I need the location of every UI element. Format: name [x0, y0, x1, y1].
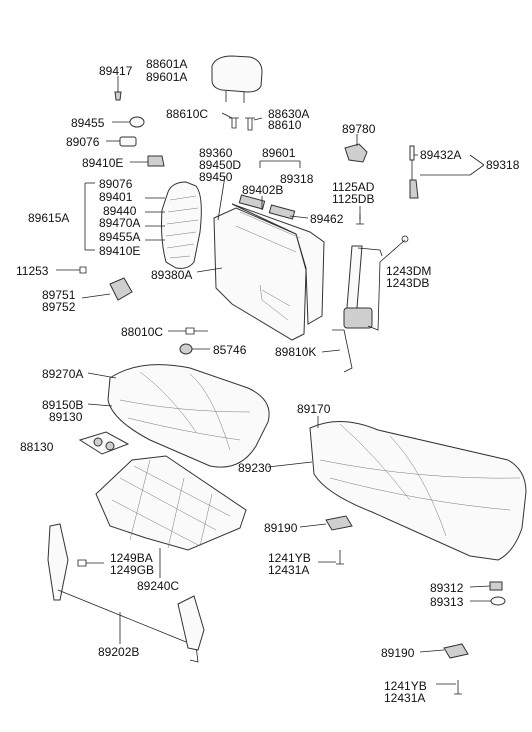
label-89150B: 89150B: [42, 398, 84, 412]
label-89380A: 89380A: [151, 268, 193, 282]
label-1241YB-upper: 1241YB: [268, 551, 311, 565]
label-88130: 88130: [20, 440, 54, 454]
headrest: [211, 55, 263, 103]
label-89440: 89440: [103, 204, 137, 218]
anchor-89780: [344, 143, 368, 163]
label-89402B: 89402B: [242, 183, 284, 197]
label-1249GB: 1249GB: [110, 563, 155, 577]
label-89417: 89417: [99, 64, 133, 78]
label-1241YB-lower: 1241YB: [384, 679, 427, 693]
seatback-frame: [213, 194, 325, 341]
seat-frame: [95, 455, 247, 551]
clip-89410E: [147, 155, 165, 167]
label-1243DM: 1243DM: [386, 264, 432, 278]
label-89270A: 89270A: [42, 367, 84, 381]
label-88630A: 88630A: [268, 107, 310, 121]
seatbelt-retractor: [332, 245, 383, 373]
label-89752: 89752: [42, 300, 76, 314]
label-89601: 89601: [262, 146, 296, 160]
label-12431A-lower: 12431A: [384, 691, 426, 705]
label-89410E-stack: 89410E: [99, 244, 141, 258]
label-88010C: 88010C: [121, 325, 164, 339]
label-89202B: 89202B: [98, 645, 140, 659]
label-88610C: 88610C: [166, 107, 209, 121]
label-89230: 89230: [238, 461, 272, 475]
label-89318-mid: 89318: [280, 172, 314, 186]
label-88610: 88610: [268, 118, 302, 132]
label-89190-lower: 89190: [381, 646, 415, 660]
label-89130: 89130: [49, 410, 83, 424]
label-89360: 89360: [199, 146, 233, 160]
label-89076-top: 89076: [66, 135, 100, 149]
label-89410E-top: 89410E: [82, 156, 124, 170]
clip-89190-upper: [325, 515, 353, 531]
label-89076-stack: 89076: [99, 177, 133, 191]
label-89601A: 89601A: [146, 70, 188, 84]
bracket-88130: [78, 431, 130, 455]
knob-89455: [129, 116, 145, 128]
label-89240C: 89240C: [137, 579, 180, 593]
clip-89190-lower: [443, 643, 469, 659]
clip-89417: [114, 91, 122, 101]
label-89810K: 89810K: [275, 345, 317, 359]
label-88601A: 88601A: [146, 57, 188, 71]
label-89432A: 89432A: [420, 148, 462, 162]
label-89450: 89450: [199, 170, 233, 184]
bracket-89751: [109, 277, 133, 301]
label-89455: 89455: [71, 116, 105, 130]
label-89450D: 89450D: [199, 158, 242, 172]
label-89190-upper: 89190: [264, 521, 298, 535]
label-1249BA: 1249BA: [110, 551, 153, 565]
washer-89313: [490, 596, 506, 606]
seatback-pad: [161, 181, 202, 269]
label-1125DB: 1125DB: [332, 192, 375, 206]
label-11253: 11253: [16, 264, 49, 278]
clip-89312: [489, 581, 503, 591]
label-89312: 89312: [430, 581, 464, 595]
frame-rail: [47, 523, 205, 663]
label-89313: 89313: [430, 595, 464, 609]
label-12431A-upper: 12431A: [268, 563, 310, 577]
label-89780: 89780: [342, 122, 376, 136]
label-89455A: 89455A: [99, 230, 141, 244]
label-89751: 89751: [42, 288, 76, 302]
label-89462: 89462: [310, 212, 344, 226]
label-89470A: 89470A: [99, 216, 141, 230]
label-85746: 85746: [213, 343, 247, 357]
label-1125AD: 1125AD: [332, 180, 375, 194]
label-89615A: 89615A: [28, 211, 70, 225]
seat-cushion: [107, 364, 270, 468]
cap-85746: [179, 343, 193, 355]
bracket-89076: [119, 136, 137, 147]
label-89318-right: 89318: [486, 158, 520, 172]
label-89401: 89401: [99, 190, 133, 204]
rear-cushion: [309, 420, 527, 561]
label-1243DB: 1243DB: [386, 276, 430, 290]
label-89170: 89170: [297, 402, 331, 416]
